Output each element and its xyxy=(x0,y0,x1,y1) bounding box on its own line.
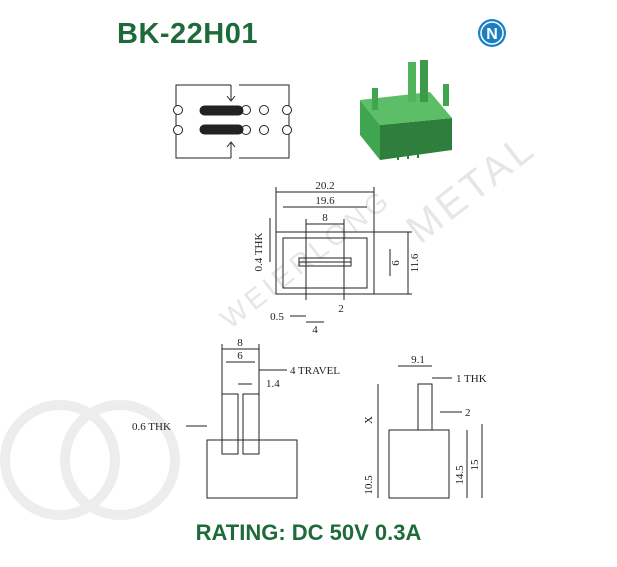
dim-body-height: 10.5 xyxy=(363,475,375,495)
switch-3d-render xyxy=(360,60,452,160)
part-tab xyxy=(372,88,378,110)
part-body-side xyxy=(380,118,452,160)
page-title: BK-22H01 xyxy=(117,18,258,50)
part-tab xyxy=(443,84,449,106)
dim-pin-width: 2 xyxy=(338,303,344,315)
top-view-body xyxy=(275,231,375,295)
dim-overall-width: 20.2 xyxy=(315,180,334,192)
schematic-frame xyxy=(175,84,290,159)
part-body-top xyxy=(360,92,452,125)
front-view-body xyxy=(206,439,298,499)
schematic-slider-bar xyxy=(199,124,244,135)
dim-thickness: 0.4 THK xyxy=(253,232,265,271)
schematic-contact xyxy=(282,105,292,115)
schematic-contact xyxy=(173,125,183,135)
schematic-contact xyxy=(259,125,269,135)
dim-edge: 0.5 xyxy=(270,311,284,323)
dim-side-pin: 2 xyxy=(465,407,471,419)
side-view-actuator xyxy=(417,383,433,431)
schematic-slider-bar xyxy=(199,105,244,116)
schematic-contact xyxy=(259,105,269,115)
circuit-schematic xyxy=(173,83,292,160)
front-view-dimensions: 8 6 4 TRAVEL 1.4 0.6 THK xyxy=(132,337,340,433)
side-view-drawing xyxy=(377,365,483,499)
logo-inner-ring xyxy=(480,21,504,45)
brand-logo: N xyxy=(478,19,506,47)
dim-variable-height: X xyxy=(363,416,375,424)
dim-front-outer: 8 xyxy=(237,337,243,349)
dim-total-height: 15 xyxy=(469,459,481,471)
watermark-ring xyxy=(0,400,120,520)
top-view-dimensions: 20.2 19.6 8 0.4 THK 6 11.6 2 0.5 4 xyxy=(253,180,421,336)
logo-letter: N xyxy=(486,26,498,43)
watermark-ring xyxy=(60,400,180,520)
dim-front-inner: 6 xyxy=(237,350,243,362)
part-actuator xyxy=(408,62,416,102)
schematic-arrow xyxy=(226,141,236,148)
dim-side-thickness: 1 THK xyxy=(456,373,487,385)
side-view-dimensions: 9.1 1 THK X 2 10.5 14.5 15 xyxy=(363,354,487,495)
schematic-contact xyxy=(282,125,292,135)
front-view-drawing xyxy=(186,344,298,499)
dim-side-width: 9.1 xyxy=(411,354,425,366)
front-view-actuator xyxy=(242,393,260,455)
rating-text: RATING: DC 50V 0.3A xyxy=(195,520,422,545)
dim-slot-height: 6 xyxy=(390,260,402,266)
dim-inner-width: 19.6 xyxy=(315,195,335,207)
top-view-drawing xyxy=(269,187,412,323)
dim-pin-height: 14.5 xyxy=(454,465,466,485)
front-view-actuator xyxy=(221,393,239,455)
logo-circle xyxy=(478,19,506,47)
part-body-front xyxy=(360,100,380,160)
top-view-inner xyxy=(282,237,368,289)
dim-actuator-width: 1.4 xyxy=(266,378,280,390)
dim-body-height: 11.6 xyxy=(409,253,421,272)
schematic-contact xyxy=(173,105,183,115)
dim-travel: 4 TRAVEL xyxy=(290,365,340,377)
dim-front-thickness: 0.6 THK xyxy=(132,421,171,433)
dim-pin-spacing: 4 xyxy=(312,324,318,336)
side-view-body xyxy=(388,429,450,499)
schematic-arrow xyxy=(226,95,236,102)
part-actuator xyxy=(420,60,428,102)
dim-pin-pitch: 8 xyxy=(322,212,328,224)
